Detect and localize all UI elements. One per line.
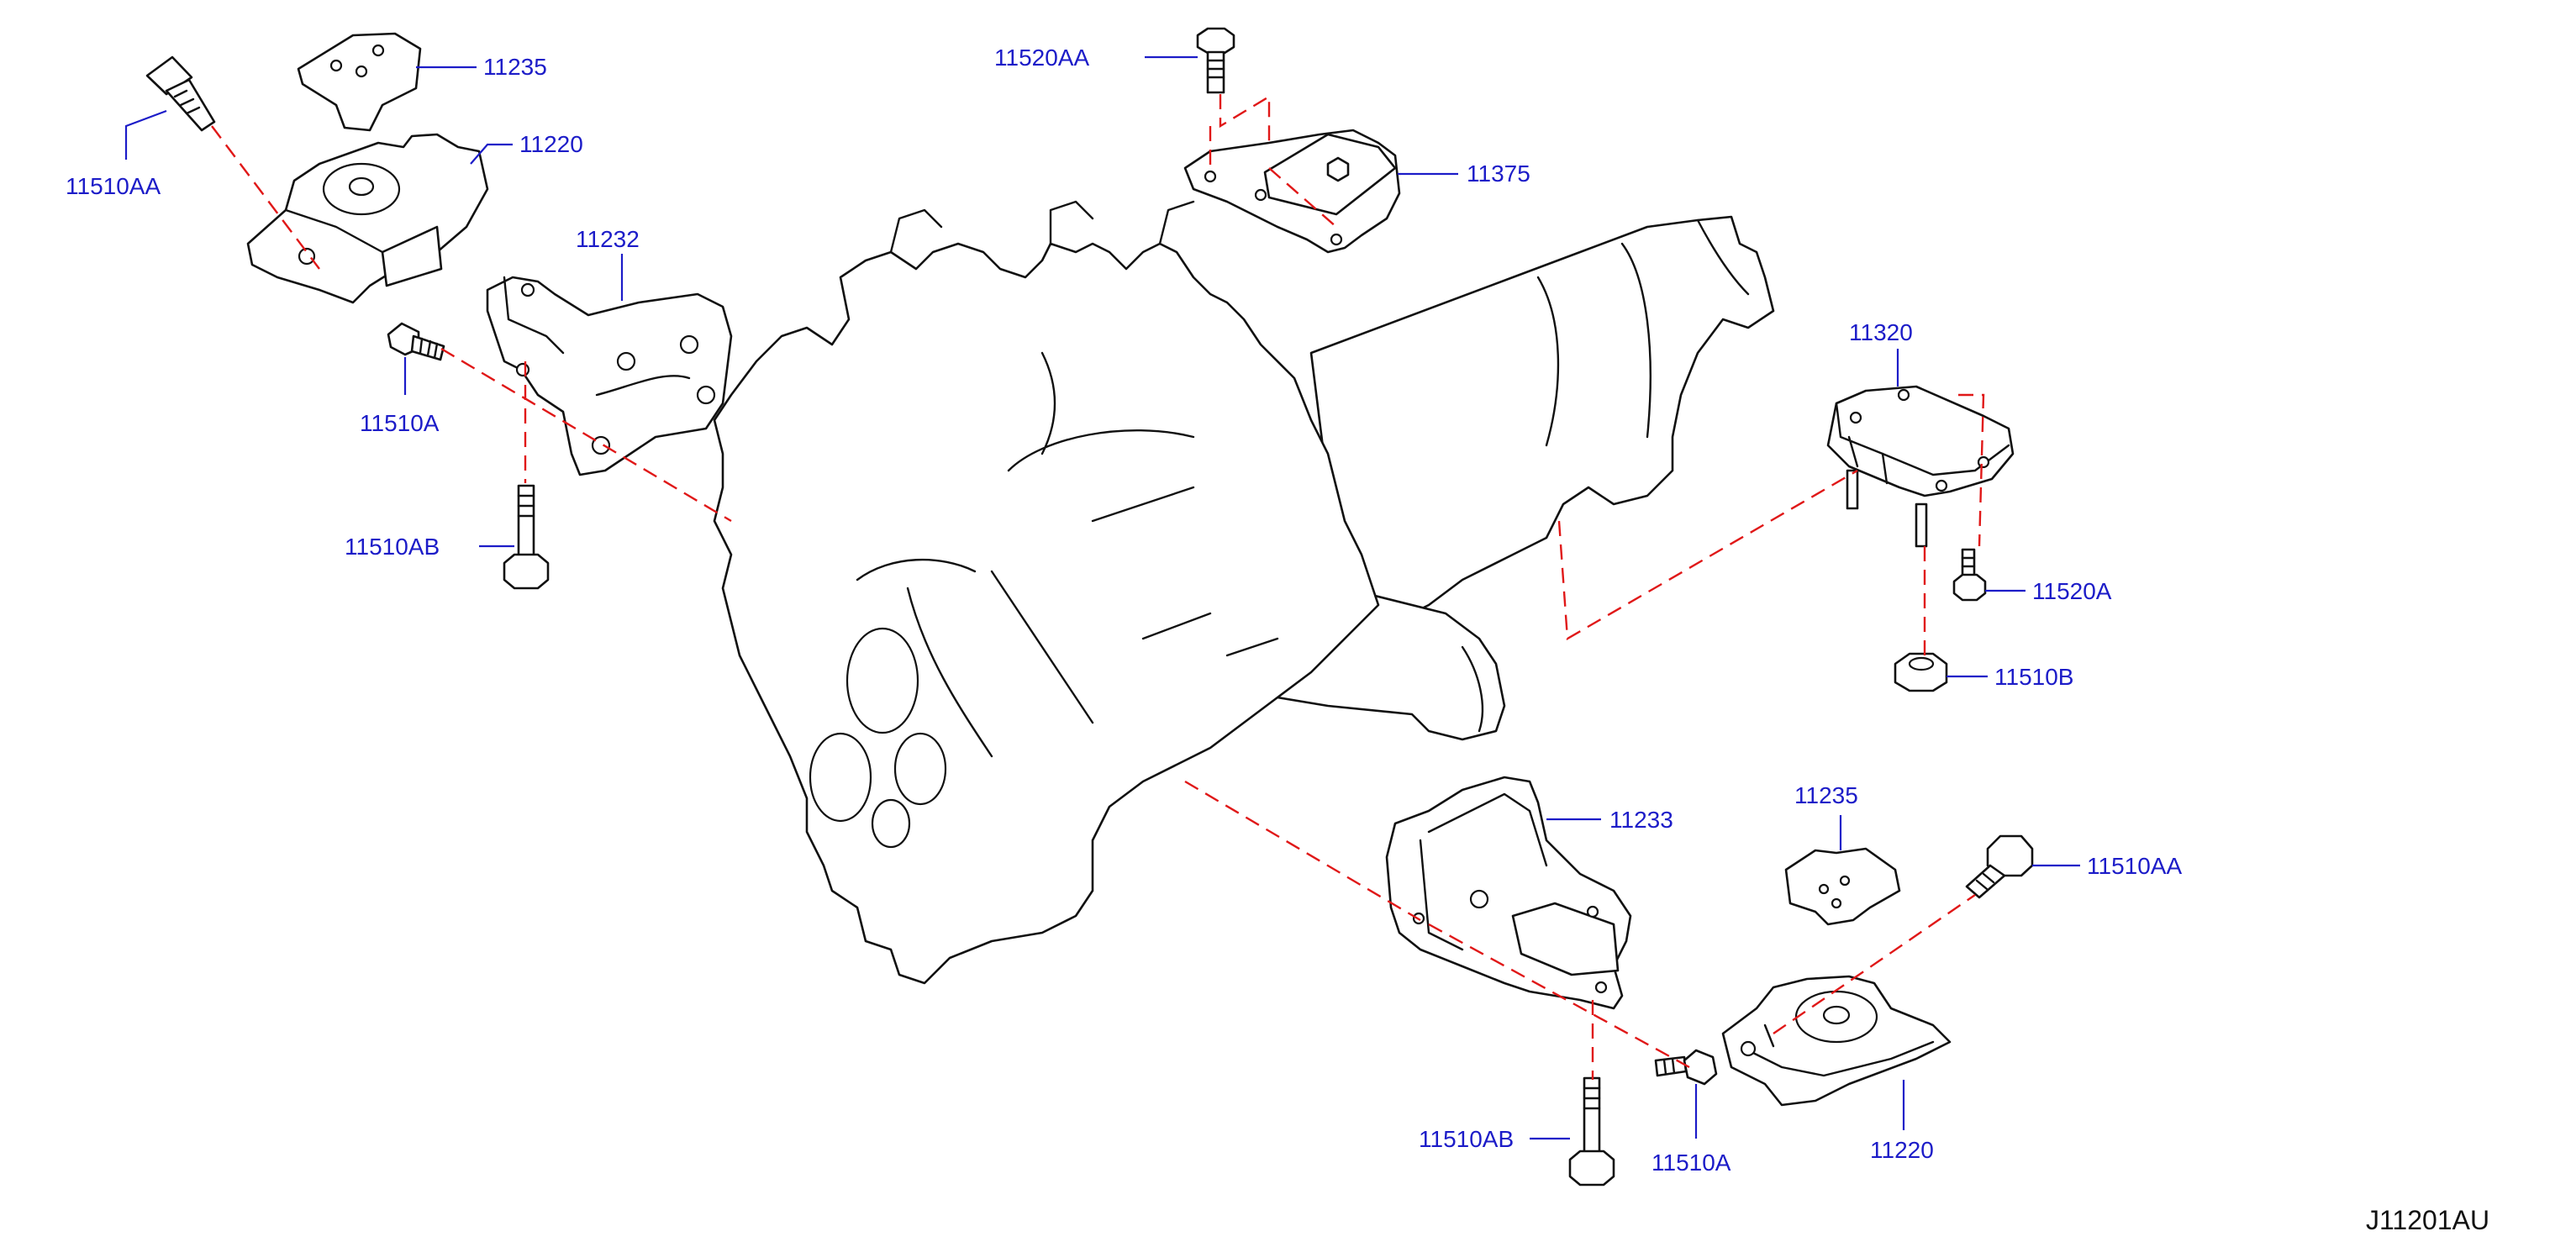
part-11510AB-left-bolt (503, 484, 550, 590)
alignment-dashed-lines (211, 94, 1985, 1080)
callout-11320: 11320 (1849, 319, 1913, 345)
callout-11510A-top: 11510A (360, 410, 440, 436)
part-11220-bottom-mount (1721, 975, 1952, 1107)
part-11233-bracket (1385, 776, 1632, 1010)
part-11520AA-bolt (1196, 27, 1235, 94)
callout-11510AB-bottom: 11510AB (1419, 1126, 1514, 1152)
part-11320-mount (1826, 385, 2015, 548)
callout-11220-top: 11220 (519, 131, 583, 157)
callout-11235-top: 11235 (483, 54, 547, 80)
callout-11510A-bottom: 11510A (1651, 1150, 1731, 1176)
part-11235-bottom (1784, 847, 1901, 926)
callout-11510AB-left: 11510AB (345, 534, 440, 560)
part-11520A-bolt (1952, 548, 1987, 602)
callout-11520A: 11520A (2032, 578, 2112, 604)
callout-11510AA-bottom: 11510AA (2087, 853, 2182, 879)
part-11235-top (297, 32, 422, 132)
part-11375-mount (1183, 129, 1401, 254)
part-11510B-nut (1894, 652, 1948, 692)
part-11510AB-bottom-bolt (1568, 1076, 1615, 1186)
callout-11235-bottom: 11235 (1794, 782, 1858, 808)
part-11510AA-bottom-bolt (1965, 834, 2034, 899)
callout-11520AA: 11520AA (994, 45, 1089, 71)
callout-11375: 11375 (1467, 160, 1530, 187)
callout-11510B: 11510B (1994, 664, 2073, 690)
callout-11510AA-top: 11510AA (66, 173, 161, 199)
callout-11233: 11233 (1609, 807, 1673, 833)
part-11232-bracket (486, 276, 733, 476)
drawing-code: J11201AU (2366, 1205, 2489, 1235)
part-11510A-top-bolt (387, 322, 445, 361)
callout-leader-lines (124, 55, 2080, 1140)
callout-labels: 11235 11510AA 11220 11232 11510A 11510AB… (66, 45, 2182, 1176)
part-11220-top-mount (246, 133, 489, 304)
part-11510A-bottom-bolt (1654, 1049, 1718, 1086)
part-11510AA-top-bolt (145, 55, 216, 132)
callout-11232: 11232 (576, 226, 640, 252)
engine-transmission-assembly (713, 200, 1775, 985)
callout-11220-bottom: 11220 (1870, 1137, 1934, 1163)
